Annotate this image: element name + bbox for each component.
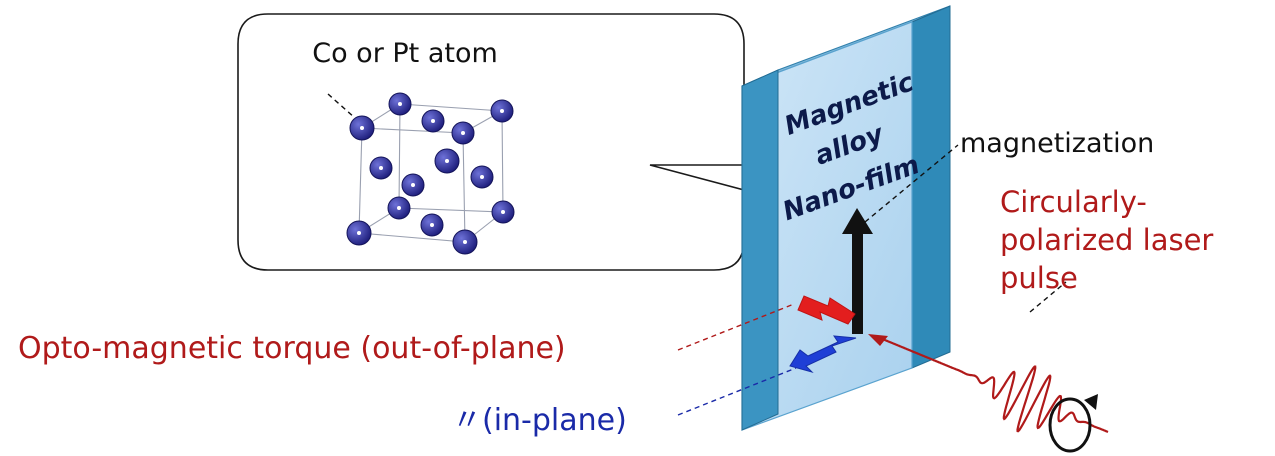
magnetic-film: Magnetic alloy Nano-film bbox=[741, 5, 951, 431]
atom-center-dot bbox=[431, 119, 435, 123]
torque-in-leader bbox=[677, 367, 797, 416]
laser-label-line3: pulse bbox=[1000, 261, 1078, 295]
magnetization-leader bbox=[864, 144, 959, 223]
atom-center-dot bbox=[501, 210, 505, 214]
atom-center-dot bbox=[461, 131, 465, 135]
atom-center-dot bbox=[398, 102, 402, 106]
magnetization-label: magnetization bbox=[960, 128, 1154, 159]
torque-in-plane-arrow bbox=[789, 335, 857, 373]
laser-label-line1: Circularly- bbox=[1000, 185, 1147, 219]
laser-label-line2: polarized laser bbox=[1000, 223, 1213, 257]
laser-leader bbox=[1029, 281, 1067, 313]
atom-center-dot bbox=[463, 240, 467, 244]
atom-center-dot bbox=[360, 126, 364, 130]
atom-center-dot bbox=[480, 175, 484, 179]
laser-pulse bbox=[868, 334, 1109, 434]
callout-label: Co or Pt atom bbox=[312, 38, 498, 69]
torque-out-of-plane-arrow bbox=[797, 295, 856, 325]
atom-center-dot bbox=[430, 223, 434, 227]
circular-polarization-icon bbox=[1048, 394, 1098, 453]
laser-arrowhead bbox=[868, 334, 888, 346]
torque-in-plane-label: 〃(in-plane) bbox=[452, 403, 627, 438]
torque-out-of-plane-label: Opto-magnetic torque (out-of-plane) bbox=[18, 331, 566, 366]
torque-out-leader bbox=[677, 303, 795, 351]
atom-group bbox=[346, 92, 515, 255]
callout-leader bbox=[327, 93, 356, 119]
atom-callout: Co or Pt atom bbox=[237, 13, 745, 271]
atom-center-dot bbox=[379, 166, 383, 170]
atom-center-dot bbox=[397, 206, 401, 210]
atom-center-dot bbox=[500, 109, 504, 113]
magnetization-arrow bbox=[842, 208, 873, 334]
atom-center-dot bbox=[411, 183, 415, 187]
laser-wave bbox=[879, 336, 1109, 434]
atom-center-dot bbox=[357, 231, 361, 235]
atom-center-dot bbox=[445, 159, 449, 163]
